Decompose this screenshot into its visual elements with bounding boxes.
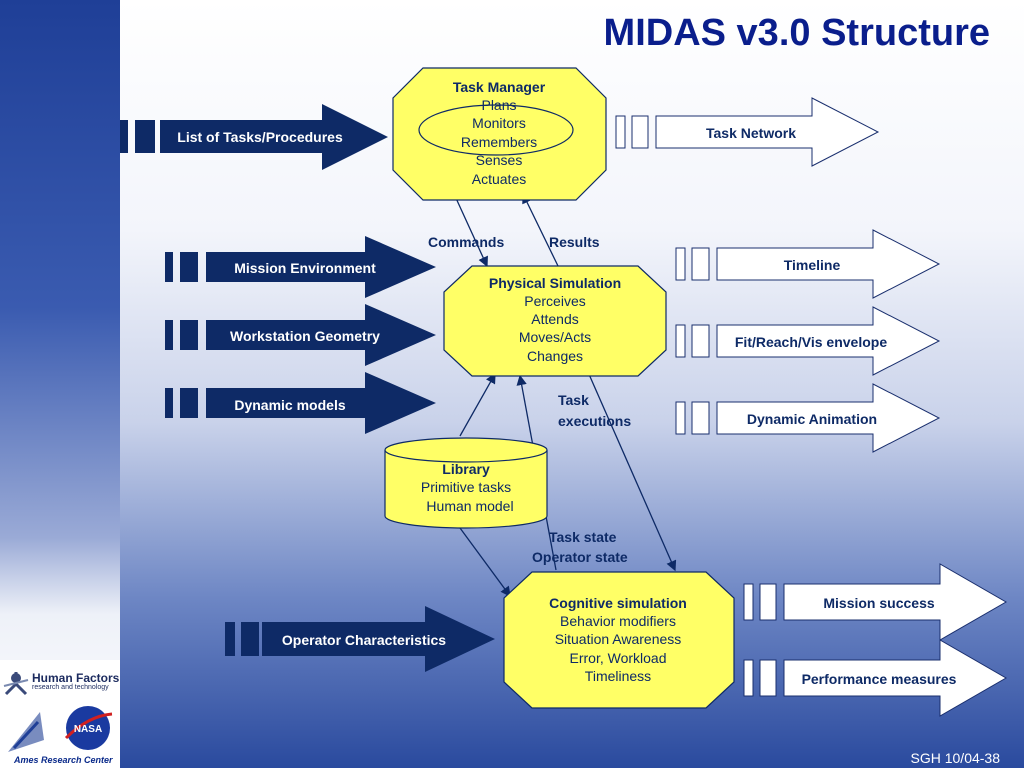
input-workstation-geometry-label: Workstation Geometry [230, 328, 380, 344]
human-factors-logo-subtitle: research and technology [32, 684, 109, 691]
task-state-connector [587, 371, 677, 572]
output-dynamic-animation: Dynamic Animation [675, 383, 941, 453]
cognitive-simulation-item: Situation Awareness [555, 631, 682, 647]
cognitive-simulation-item: Behavior modifiers [560, 613, 676, 629]
input-operator-characteristics-label: Operator Characteristics [282, 632, 446, 648]
slide-title: MIDAS v3.0 Structure [603, 12, 990, 54]
left-sidebar-band [0, 0, 120, 768]
input-list-of-tasks-label: List of Tasks/Procedures [177, 129, 343, 145]
task-manager-item: Monitors [472, 115, 526, 131]
task-manager-item: Actuates [472, 171, 526, 187]
input-dynamic-models: Dynamic models [165, 372, 436, 434]
task-manager-title: Task Manager [453, 79, 546, 95]
task-state-label: Task state [549, 529, 617, 545]
human-factors-logo-title: Human Factors [32, 671, 120, 685]
library-to-physical-connector [459, 372, 496, 437]
library-to-cognitive-connector [459, 527, 511, 598]
output-timeline: Timeline [675, 229, 941, 299]
output-timeline-label: Timeline [784, 257, 841, 273]
physical-simulation-item: Perceives [524, 293, 585, 309]
operator-state-label: Operator state [532, 549, 628, 565]
input-workstation-geometry: Workstation Geometry [165, 304, 436, 366]
cognitive-simulation-item: Timeliness [585, 668, 651, 684]
input-operator-characteristics: Operator Characteristics [225, 606, 495, 672]
output-fit-reach-vis: Fit/Reach/Vis envelope [675, 306, 941, 376]
task-manager-item: Plans [481, 97, 516, 113]
task-executions-label-line1: Task [558, 392, 589, 408]
library-title: Library [442, 461, 490, 477]
nasa-logo-text: NASA [74, 724, 102, 735]
output-performance-measures-label: Performance measures [802, 671, 957, 687]
human-factors-logo [3, 672, 29, 696]
results-label: Results [549, 234, 600, 250]
input-list-of-tasks: List of Tasks/Procedures [120, 104, 388, 170]
input-mission-environment: Mission Environment [165, 236, 436, 298]
physical-simulation-module: Physical Simulation Perceives Attends Mo… [443, 265, 667, 377]
output-task-network-label: Task Network [706, 125, 796, 141]
library-item: Primitive tasks [421, 479, 511, 495]
output-fit-reach-vis-label: Fit/Reach/Vis envelope [735, 334, 887, 350]
task-executions-label-line2: executions [558, 413, 631, 429]
task-manager-item: Remembers [461, 134, 537, 150]
cognitive-simulation-title: Cognitive simulation [549, 595, 687, 611]
physical-simulation-item: Moves/Acts [519, 329, 591, 345]
task-manager-item: Senses [476, 152, 523, 168]
commands-connector [454, 195, 488, 268]
input-dynamic-models-label: Dynamic models [234, 397, 345, 413]
cognitive-simulation-item: Error, Workload [570, 650, 667, 666]
physical-simulation-title: Physical Simulation [489, 275, 621, 291]
library-database: Library Primitive tasks Human model [384, 437, 548, 529]
commands-label: Commands [428, 234, 504, 250]
input-mission-environment-label: Mission Environment [234, 260, 376, 276]
output-dynamic-animation-label: Dynamic Animation [747, 411, 877, 427]
nasa-logo: NASA [8, 706, 113, 752]
slide-footer: SGH 10/04-38 [910, 750, 1001, 766]
ames-research-center-label: Ames Research Center [14, 755, 113, 765]
output-mission-success-label: Mission success [823, 595, 934, 611]
library-item: Human model [426, 498, 513, 514]
physical-simulation-item: Attends [531, 311, 578, 327]
results-connector [522, 192, 559, 267]
output-task-network: Task Network [615, 97, 880, 167]
task-manager-module: Task Manager Plans Monitors Remembers Se… [392, 67, 607, 201]
physical-simulation-item: Changes [527, 348, 583, 364]
output-mission-success: Mission success [743, 563, 1008, 641]
task-manager-highlight-ellipse [418, 104, 574, 156]
output-performance-measures: Performance measures [743, 639, 1008, 717]
cognitive-simulation-module: Cognitive simulation Behavior modifiers … [503, 571, 735, 709]
